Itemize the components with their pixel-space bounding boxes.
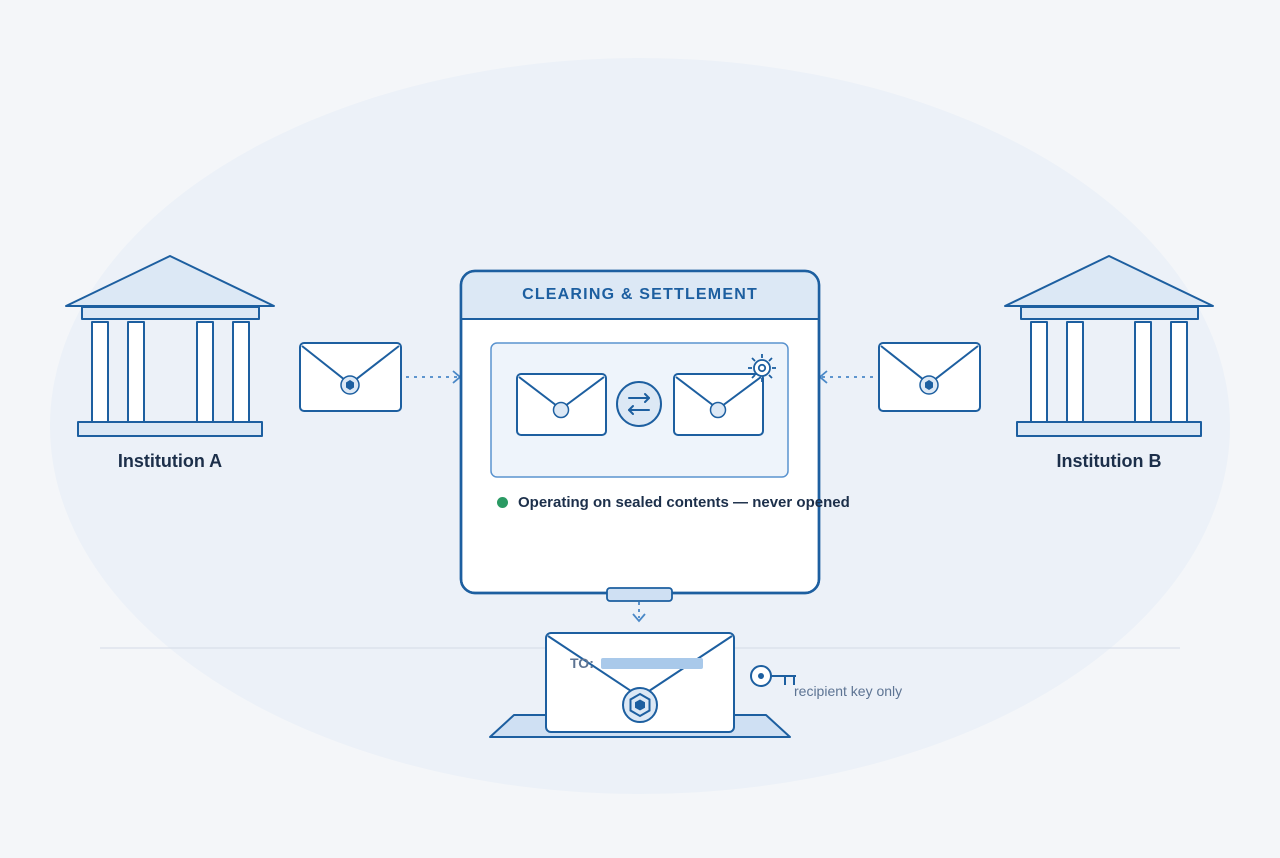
to-label: TO: [570, 655, 594, 671]
address-redacted-bar [601, 658, 703, 669]
hex-seal-icon [622, 687, 658, 723]
status-dot-icon [497, 497, 508, 508]
hub-title: CLEARING & SETTLEMENT [522, 286, 758, 303]
institution-b-label: Institution B [1056, 451, 1162, 471]
inner-envelope-left-icon [516, 373, 607, 436]
inner-envelope-right-icon [673, 373, 764, 436]
key-caption: recipient key only [794, 683, 903, 699]
institution-a-label: Institution A [117, 451, 223, 471]
swap-icon [616, 381, 662, 427]
arrow-hub-to-output [632, 602, 646, 623]
sealed-envelope-a-icon [299, 342, 402, 412]
output-slot [606, 587, 673, 602]
gear-icon [748, 354, 776, 382]
key-icon [750, 665, 796, 687]
sealed-envelope-b-icon [878, 342, 981, 412]
status-line: Operating on sealed contents — never ope… [497, 494, 850, 511]
institution-a-icon [65, 255, 275, 437]
institution-b-icon [1004, 255, 1214, 437]
status-text: Operating on sealed contents — never ope… [518, 494, 850, 511]
